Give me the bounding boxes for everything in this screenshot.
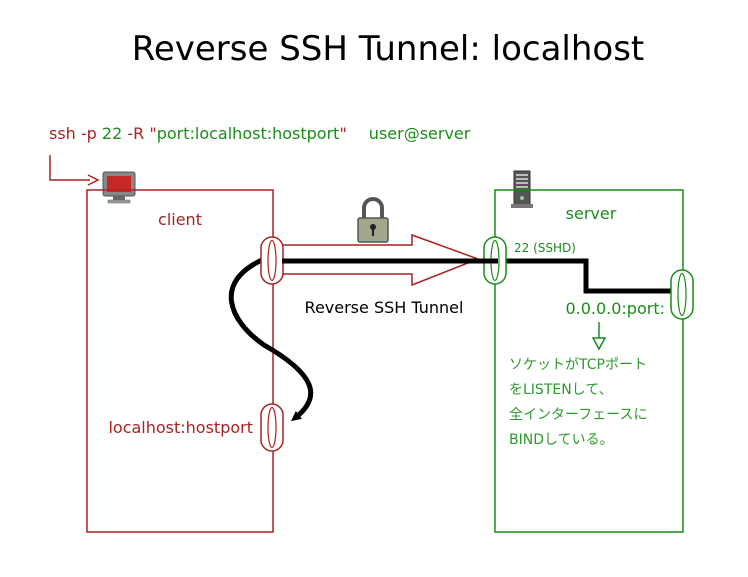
monitor-icon (102, 171, 136, 204)
command-connector (49, 155, 90, 181)
client-tunnel-socket (260, 236, 284, 285)
tunnel-line (274, 258, 676, 294)
server-listen-socket (670, 269, 694, 320)
command-prefix: ssh -p (49, 124, 102, 143)
listen-arrow-head (591, 337, 607, 351)
padlock-icon (357, 197, 389, 243)
server-note-line: 全インターフェースに (509, 406, 647, 423)
server-label: server (566, 204, 617, 223)
command-target: user@server (369, 124, 471, 143)
command-port: 22 (102, 124, 122, 143)
command-quote-close: " (339, 124, 346, 143)
server-tower-icon (511, 170, 533, 208)
client-box (86, 189, 274, 533)
diagram-title: Reverse SSH Tunnel: localhost (132, 29, 645, 69)
server-note: ソケットがTCPポート をLISTENして、 全インターフェースに BINDして… (509, 357, 652, 448)
tunnel-label: Reverse SSH Tunnel (305, 298, 464, 317)
command-flag: -R (122, 124, 149, 143)
server-listen-label: 0.0.0.0:port: (565, 299, 665, 318)
server-box (494, 189, 684, 533)
command-connector-arrowhead (87, 174, 100, 186)
tunnel-direction-arrow (279, 233, 481, 287)
client-endpoint-label: localhost:hostport (108, 418, 253, 437)
client-label: client (158, 210, 202, 229)
server-sshd-label: 22 (SSHD) (514, 241, 576, 255)
server-note-line: BINDしている。 (509, 432, 614, 448)
client-local-socket (260, 403, 284, 452)
forwarding-arrow (228, 257, 314, 422)
ssh-command: ssh -p 22 -R "port:localhost:hostport" us… (49, 124, 471, 143)
command-quote-open: " (149, 124, 156, 143)
command-forward-spec: port:localhost:hostport (157, 124, 340, 143)
server-note-line: ソケットがTCPポート (509, 357, 647, 373)
server-note-line: をLISTENして、 (509, 382, 613, 398)
